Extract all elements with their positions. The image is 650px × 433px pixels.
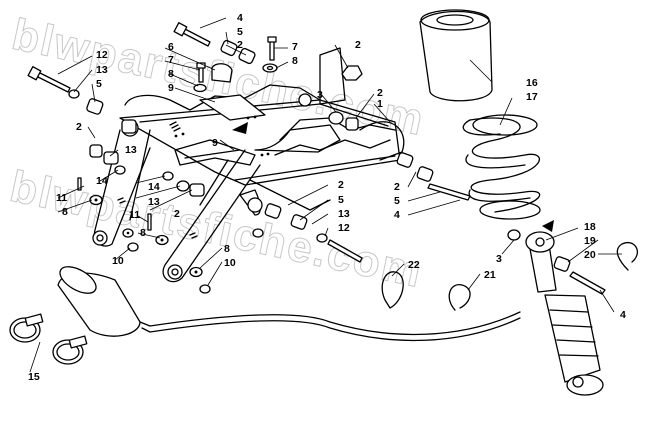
callout-2-top-right: 2 [355, 39, 361, 51]
callout-1: 1 [377, 98, 383, 110]
callout-2-left: 2 [76, 121, 82, 133]
callout-2-mid: 2 [174, 208, 180, 220]
retaining-rings [381, 271, 471, 311]
callout-15: 15 [28, 371, 40, 383]
callout-13-mid-left: 13 [125, 144, 137, 156]
callout-5-right-bushing: 5 [394, 195, 400, 207]
callout-13-lower-right: 13 [338, 208, 350, 220]
callout-19: 19 [584, 235, 596, 247]
callout-20: 20 [584, 249, 596, 261]
callout-18: 18 [584, 221, 596, 233]
callout-10-lower: 10 [224, 257, 236, 269]
callout-14-mid: 14 [148, 181, 160, 193]
callout-8-right: 8 [292, 55, 298, 67]
callout-10-left: 10 [112, 255, 124, 267]
callout-11-left: 11 [56, 192, 67, 204]
callout-5-lower-right: 5 [338, 194, 344, 206]
callout-14-left: 14 [96, 175, 108, 187]
callout-4-right-bolt: 4 [394, 209, 400, 221]
callout-2-top: 2 [237, 39, 243, 51]
spring-and-boot [419, 9, 541, 220]
callout-17: 17 [526, 91, 538, 103]
callout-9-mid: 9 [212, 137, 218, 149]
leader-lines [29, 17, 622, 373]
callouts: 4 5 2 6 7 7 8 8 9 2 12 13 5 2 13 14 3 2 … [28, 12, 626, 383]
callout-4-top: 4 [237, 12, 243, 24]
callout-22: 22 [408, 259, 420, 271]
shock-absorber [507, 220, 638, 396]
callout-12-lower-right: 12 [338, 222, 350, 234]
reservoir-and-hose [9, 266, 521, 365]
callout-16: 16 [526, 77, 538, 89]
callout-2-right-frame: 2 [377, 87, 383, 99]
callout-21: 21 [484, 269, 496, 281]
callout-3-shock: 3 [496, 253, 502, 265]
callout-8-mid-left: 8 [62, 206, 68, 218]
callout-3-top: 3 [317, 89, 323, 101]
callout-2-right-bushing: 2 [394, 181, 400, 193]
callout-7-left: 7 [168, 54, 174, 66]
callout-12-left: 12 [96, 49, 108, 61]
callout-2-lower-right: 2 [338, 179, 344, 191]
callout-13-left: 13 [96, 64, 108, 76]
callout-8-lower: 8 [224, 243, 230, 255]
callout-7-right: 7 [292, 41, 298, 53]
callout-5-top: 5 [237, 26, 243, 38]
callout-6: 6 [168, 41, 174, 53]
callout-13-mid: 13 [148, 196, 160, 208]
callout-11-mid: 11 [129, 209, 140, 221]
callout-9-top: 9 [168, 82, 174, 94]
swing-arm-assembly [92, 47, 405, 283]
callout-5-left: 5 [96, 78, 102, 90]
callout-4-shock: 4 [620, 309, 626, 321]
callout-8-mid: 8 [140, 227, 146, 239]
callout-8-left: 8 [168, 68, 174, 80]
